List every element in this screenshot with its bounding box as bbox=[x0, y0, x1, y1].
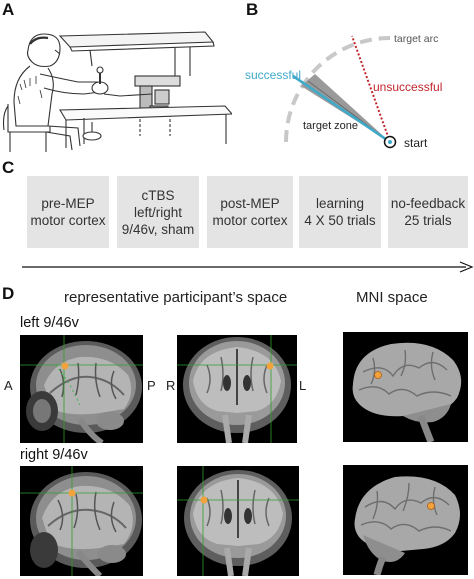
panel-letter-b: B bbox=[246, 0, 259, 19]
unsuccessful-trajectory bbox=[351, 35, 391, 143]
target-zone-label: target zone bbox=[303, 120, 359, 132]
successful-trajectory bbox=[292, 74, 391, 144]
panel-letter-c: C bbox=[2, 158, 15, 177]
step-no-feedback: no-feedback 25 trials bbox=[388, 176, 468, 248]
step-post-mep: post-MEP motor cortex bbox=[207, 176, 293, 248]
step-no-feedback-text: no-feedback 25 trials bbox=[390, 196, 466, 228]
step-ctbs: cTBS left/right 9/46v, sham bbox=[117, 176, 199, 248]
anterior-label: A bbox=[4, 378, 13, 393]
participant-apparatus-illustration bbox=[2, 31, 232, 152]
start-label: start bbox=[404, 136, 428, 150]
step-pre-mep: pre-MEP motor cortex bbox=[27, 176, 109, 248]
heading-mni-space: MNI space bbox=[356, 289, 428, 306]
panel-letter-d: D bbox=[2, 284, 15, 303]
coronal-mri-right bbox=[177, 466, 299, 576]
step-pre-mep-text: pre-MEP motor cortex bbox=[30, 196, 106, 228]
row-label-left: left 9/46v bbox=[20, 315, 79, 331]
sagittal-mri-left bbox=[20, 335, 143, 443]
step-learning-text: learning 4 X 50 trials bbox=[304, 196, 376, 228]
heading-participant-space: representative participant’s space bbox=[64, 289, 288, 306]
left-label: L bbox=[299, 378, 307, 393]
sagittal-mri-right bbox=[20, 466, 143, 576]
timeline-arrow bbox=[22, 261, 474, 273]
step-ctbs-text: cTBS left/right 9/46v, sham bbox=[121, 187, 195, 237]
step-learning: learning 4 X 50 trials bbox=[299, 176, 381, 248]
right-label: R bbox=[166, 378, 176, 393]
mni-brain-right bbox=[343, 465, 468, 575]
target-arc-diagram bbox=[284, 35, 397, 149]
target-arc-label: target arc bbox=[394, 33, 439, 45]
row-label-right: right 9/46v bbox=[20, 447, 88, 463]
unsuccessful-label: unsuccessful bbox=[373, 80, 443, 94]
step-post-mep-text: post-MEP motor cortex bbox=[212, 196, 288, 228]
successful-label: successful bbox=[245, 68, 302, 82]
start-point-center bbox=[388, 140, 392, 144]
target-arc bbox=[284, 36, 391, 143]
posterior-label: P bbox=[147, 378, 156, 393]
mni-brain-left bbox=[343, 332, 468, 442]
panel-letter-a: A bbox=[2, 0, 15, 19]
coronal-mri-left bbox=[177, 335, 297, 443]
